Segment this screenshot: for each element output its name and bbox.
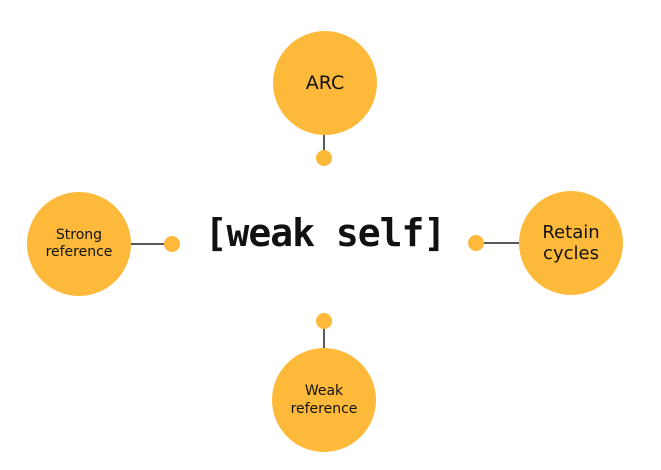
dot-right <box>468 235 484 251</box>
node-weak-reference-line1: Weak <box>304 383 344 399</box>
dot-left <box>164 236 180 252</box>
node-weak-reference-line2: reference <box>290 401 358 417</box>
node-retain-cycles-line2: cycles <box>543 243 599 264</box>
dot-top <box>316 150 332 166</box>
node-retain-cycles-line1: Retain <box>542 222 600 243</box>
node-retain-cycles: Retain cycles <box>519 191 623 295</box>
node-strong-reference-line2: reference <box>45 244 113 260</box>
dot-bottom <box>316 313 332 329</box>
node-arc: ARC <box>273 31 377 135</box>
node-strong-reference-line1: Strong <box>55 227 103 243</box>
node-weak-reference: Weak reference <box>272 348 376 452</box>
node-arc-label: ARC <box>305 72 345 94</box>
center-title: [weak self] <box>204 211 447 255</box>
node-strong-reference: Strong reference <box>27 192 131 296</box>
